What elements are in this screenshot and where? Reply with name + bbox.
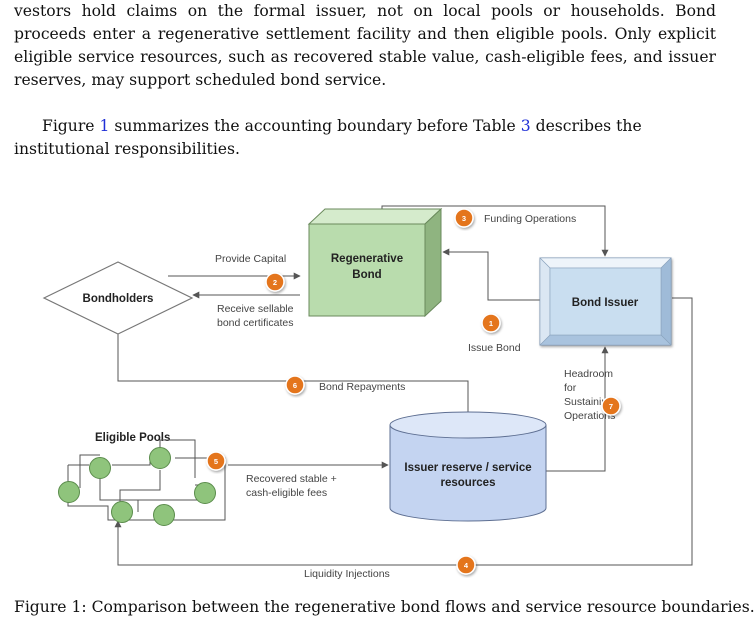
text-run: Figure	[42, 117, 100, 135]
issuer-reserve-label: Issuer reserve / service	[404, 462, 531, 474]
text-line: vestors hold claims on the formal issuer…	[14, 2, 665, 20]
text-line: Bond proceeds enter a regenerative settl…	[14, 2, 716, 43]
svg-text:5: 5	[214, 457, 218, 466]
text-run: describes the institutional responsibili…	[14, 117, 642, 158]
headroom-label-line4: Operations	[564, 410, 615, 422]
flow-line-bond-repayments	[114, 321, 469, 426]
liquidity-injections-label: Liquidity Injections	[304, 568, 390, 580]
step-badge-4: 4	[456, 555, 476, 575]
svg-text:7: 7	[609, 402, 613, 411]
issuer-reserve-label-line2: resources	[441, 477, 496, 489]
regenerative-bond-label: Regenerative	[331, 253, 403, 265]
regenerative-bond-node: Regenerative Bond	[307, 207, 443, 318]
bond-issuer-node: Bond Issuer	[539, 257, 672, 346]
flow-line-issue-bond	[442, 248, 540, 301]
figure-ref-link[interactable]: 1	[99, 117, 110, 135]
table-ref-link[interactable]: 3	[520, 117, 531, 135]
bond-repayments-label: Bond Repayments	[319, 381, 405, 393]
figure-caption: Figure 1: Comparison between the regener…	[14, 598, 755, 616]
svg-text:1: 1	[489, 319, 493, 328]
headroom-label-line2: for	[564, 382, 577, 394]
text-run: summarizes the accounting boundary befor…	[109, 117, 521, 135]
svg-text:2: 2	[273, 278, 277, 287]
step-badge-5: 5	[206, 451, 226, 471]
text-line: cash-eligible fees, and issuer reserves,…	[14, 48, 716, 89]
body-paragraph-1: vestors hold claims on the formal issuer…	[14, 0, 716, 92]
eligible-pools-node: Eligible Pools	[58, 432, 226, 526]
issuer-reserve-node: Issuer reserve / service resources	[389, 411, 547, 522]
provide-capital-label: Provide Capital	[215, 253, 286, 265]
receive-certificates-label-line2: bond certificates	[217, 317, 293, 329]
step-badge-7: 7	[601, 396, 621, 416]
text-line: pools. Only explicit eligible service re…	[14, 25, 716, 66]
recovered-fees-label: Recovered stable +	[246, 473, 337, 485]
flow-line-headroom	[545, 346, 609, 472]
headroom-label: Headroom	[564, 368, 613, 380]
flow-line-liquidity-injections	[114, 297, 693, 566]
body-paragraph-2: Figure 1 summarizes the accounting bound…	[14, 115, 716, 161]
step-badge-1: 1	[481, 313, 501, 333]
recovered-fees-label-line2: cash-eligible fees	[246, 487, 327, 499]
regenerative-bond-label-line2: Bond	[352, 269, 381, 281]
flow-diagram: Bondholders Regenerative Bond Bond Issue…	[42, 205, 693, 580]
svg-text:4: 4	[464, 561, 469, 570]
svg-text:6: 6	[293, 381, 297, 390]
headroom-label-line3: Sustaining	[564, 396, 613, 408]
bondholders-label: Bondholders	[83, 293, 154, 305]
bond-issuer-label: Bond Issuer	[572, 297, 639, 309]
step-badge-2: 2	[265, 272, 285, 292]
svg-text:3: 3	[462, 214, 466, 223]
receive-certificates-label: Receive sellable	[217, 303, 294, 315]
pool-nodes	[58, 447, 216, 526]
step-badge-6: 6	[285, 375, 305, 395]
eligible-pools-label: Eligible Pools	[95, 432, 170, 444]
funding-operations-label: Funding Operations	[484, 213, 576, 225]
step-badge-3: 3	[454, 208, 474, 228]
pool-network-edges	[67, 439, 226, 521]
bondholders-node: Bondholders	[42, 261, 194, 335]
issue-bond-label: Issue Bond	[468, 342, 521, 354]
